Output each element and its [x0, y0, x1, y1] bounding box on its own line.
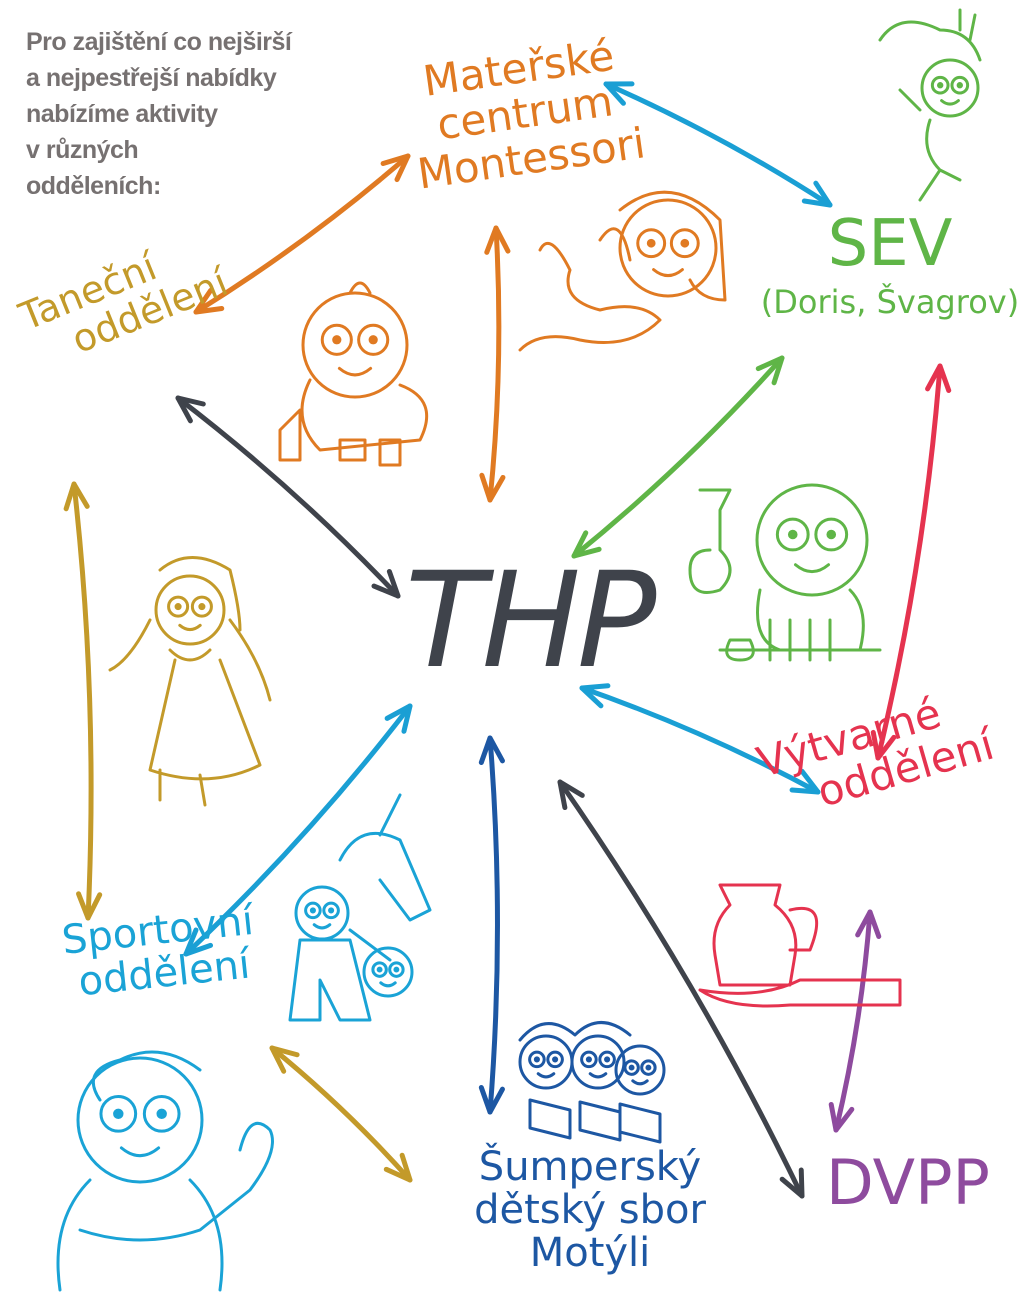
- baby-body-lines: [278, 281, 429, 467]
- hockey-lines: [56, 1050, 274, 1292]
- intro-line: a nejpestřejší nabídky: [26, 64, 277, 92]
- arrow-sportovni-sbor: [269, 1045, 413, 1183]
- rabbits-lines: [518, 190, 727, 352]
- intro-line: nabízíme aktivity: [26, 100, 218, 128]
- intro-line: odděleních:: [26, 172, 161, 200]
- choir-lines: [518, 1021, 662, 1144]
- choir-children-illustration: [518, 1034, 574, 1090]
- hockey-player-illustration: [76, 1056, 204, 1184]
- vase-illustration: [698, 883, 902, 1008]
- arrow-vytvarne-dvpp: [828, 909, 882, 1133]
- intro-text: Pro zajištění co nejširší a nejpestřejší…: [26, 24, 356, 204]
- node-detsky-sbor: Šumperský dětský sbor Motýli: [440, 1144, 740, 1277]
- node-label-line: Šumperský: [478, 1144, 702, 1190]
- climbing-lines: [878, 8, 982, 202]
- node-sev: SEV (Doris, Švagrov): [760, 207, 1020, 322]
- node-dvpp: DVPP: [826, 1146, 990, 1219]
- node-title: SEV: [827, 207, 953, 281]
- choir-third-head: [614, 1044, 666, 1096]
- arrow-tanecni-sportovni: [63, 481, 103, 921]
- acrobat-second-head: [362, 946, 414, 998]
- climbing-child-illustration: [920, 58, 980, 118]
- dancer-lines: [108, 556, 272, 807]
- arrow-tanecni-thp: [175, 395, 401, 599]
- node-label-line: Motýli: [529, 1230, 651, 1277]
- arrow-sev-thp: [571, 355, 785, 559]
- arrow-thp-sportovni: [183, 703, 413, 957]
- node-thp: THP: [405, 544, 656, 698]
- dancer-illustration: [154, 574, 226, 646]
- arrow-thp-vytvarne: [579, 683, 821, 795]
- acrobats-illustration: [294, 885, 350, 941]
- girl-with-rabbits-illustration: [618, 198, 718, 298]
- baby-illustration: [301, 291, 409, 399]
- acrobat-lines: [288, 793, 432, 1022]
- node-label-line: dětský sbor: [474, 1187, 706, 1234]
- arrow-thp-dvpp: [557, 779, 805, 1199]
- arrow-materske-tanecni: [193, 153, 411, 315]
- arrow-materske-sev: [603, 81, 833, 208]
- intro-line: v různých: [26, 136, 139, 164]
- arrow-thp-sbor: [478, 735, 505, 1115]
- choir-second-head: [570, 1034, 626, 1090]
- arrow-materske-thp: [479, 225, 511, 503]
- lab-lines: [688, 488, 882, 662]
- node-subtitle: (Doris, Švagrov): [760, 283, 1020, 322]
- intro-line: Pro zajištění co nejširší: [26, 28, 292, 56]
- scientist-child-illustration: [755, 483, 869, 597]
- arrow-sev-vytvarne: [870, 363, 952, 761]
